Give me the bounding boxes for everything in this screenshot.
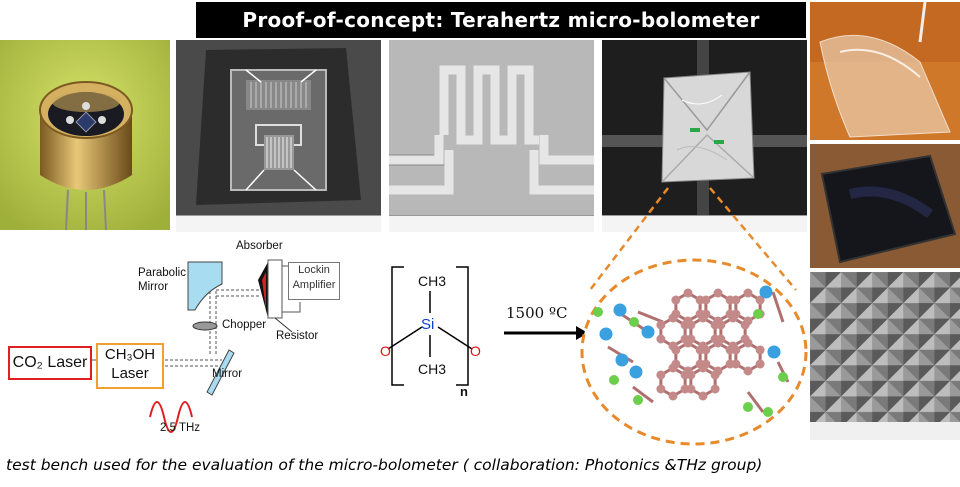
reaction-arrow-icon	[504, 326, 588, 340]
carbon-atom	[743, 316, 753, 326]
carbon-atom	[656, 384, 666, 394]
sem-info-bar	[176, 215, 381, 232]
carbon-atom	[686, 320, 696, 330]
silicon-atom	[613, 303, 627, 317]
carbon-atom	[755, 359, 765, 369]
parabolic-label-1: Parabolic	[138, 267, 186, 279]
bond-line	[632, 385, 654, 404]
carbon-atom	[668, 391, 678, 401]
carbon-atom	[731, 345, 741, 355]
carbon-atom	[710, 384, 720, 394]
carbon-atom	[713, 288, 723, 298]
carbon-atom	[743, 366, 753, 376]
carbon-atom	[701, 295, 711, 305]
sine-wave-icon	[149, 401, 193, 433]
silicon-atom	[767, 345, 781, 359]
mirror-label: Mirror	[212, 368, 243, 380]
lockin-amplifier-box: Lockin Amplifier	[288, 262, 340, 300]
bond-line	[771, 291, 785, 323]
carbon-atom	[731, 359, 741, 369]
ch3oh-laser-box: CH₃OH Laser	[96, 343, 164, 389]
si-label: Si	[421, 316, 435, 333]
oxygen-left-label: O	[380, 343, 391, 359]
silicon-atom	[641, 325, 655, 339]
sem-info-bar	[602, 215, 807, 232]
co2-laser-box: CO₂ Laser	[8, 346, 92, 380]
carbon-atom	[656, 370, 666, 380]
bolometer-package-photo	[0, 40, 170, 230]
carbon-atom	[668, 363, 678, 373]
lockin-label-1: Lockin	[298, 264, 330, 276]
carbon-atom	[683, 288, 693, 298]
repeat-subscript: n	[460, 384, 468, 399]
carbon-atom	[755, 345, 765, 355]
sicn-network-diagram	[580, 258, 808, 446]
chopper-label: Chopper	[222, 319, 267, 331]
sem-info-bar	[389, 215, 594, 232]
carbon-atom	[701, 345, 711, 355]
carbon-atom	[716, 320, 726, 330]
carbon-atom	[671, 295, 681, 305]
absorber-label: Absorber	[236, 240, 283, 252]
oxygen-atom	[609, 375, 619, 385]
pyramid-array-sem	[810, 272, 960, 440]
laser-label: Laser	[111, 365, 149, 382]
oxygen-atom	[778, 372, 788, 382]
frequency-label: 2.5 THz	[160, 422, 201, 434]
figure-caption: test bench used for the evaluation of th…	[6, 456, 763, 474]
absorber-icon	[258, 262, 268, 318]
silicon-atom	[629, 365, 643, 379]
carbon-atom	[698, 391, 708, 401]
oxygen-right-label: O	[470, 343, 481, 359]
ch3-bottom-label: CH3	[418, 361, 447, 377]
carbon-atom	[713, 338, 723, 348]
carbon-atom	[686, 384, 696, 394]
bond-line	[746, 391, 765, 413]
lockin-label-2: Amplifier	[292, 279, 336, 291]
carbon-atom	[656, 320, 666, 330]
oxygen-atom	[753, 309, 763, 319]
oxygen-atom	[743, 402, 753, 412]
mirror-icon	[206, 349, 235, 396]
carbon-atom	[698, 363, 708, 373]
carbon-atom	[686, 370, 696, 380]
ch3-top-label: CH3	[418, 273, 447, 289]
oxygen-atom	[593, 307, 603, 317]
carbon-atom	[731, 309, 741, 319]
page-title: Proof-of-concept: Terahertz micro-bolome…	[196, 2, 806, 38]
carbon-atom	[755, 295, 765, 305]
resistor-label: Resistor	[276, 330, 319, 342]
carbon-atom	[710, 370, 720, 380]
resistor-icon	[267, 259, 283, 319]
carbon-atom	[743, 288, 753, 298]
parabolic-label-2: Mirror	[138, 281, 169, 293]
sem-chip-overview	[176, 40, 381, 232]
carbon-atom	[743, 338, 753, 348]
silicon-atom	[759, 285, 773, 299]
chopper-icon	[192, 321, 218, 331]
silicon-atom	[599, 327, 613, 341]
ch3oh-label: CH₃OH	[104, 346, 156, 363]
silicon-atom	[615, 353, 629, 367]
carbon-atom	[698, 313, 708, 323]
carbon-atom	[668, 313, 678, 323]
carbon-atom	[656, 334, 666, 344]
oxygen-atom	[633, 395, 643, 405]
sem-absorber-membrane	[602, 40, 807, 232]
parabolic-mirror-icon	[187, 261, 223, 311]
zoom-callout-lines	[589, 187, 797, 291]
sem-meander-resistor	[389, 40, 594, 232]
bond-line	[637, 310, 664, 324]
carbon-atom	[731, 295, 741, 305]
carbon-atom	[671, 345, 681, 355]
flexible-film-photo	[810, 2, 960, 140]
oxygen-atom	[763, 407, 773, 417]
temperature-label: 1500 ºC	[506, 304, 568, 322]
oxygen-atom	[629, 317, 639, 327]
parabolic-mirror-label: Parabolic Mirror	[138, 266, 186, 294]
carbon-atom	[683, 338, 693, 348]
black-film-photo	[810, 144, 960, 268]
polysiloxane-structure	[387, 266, 473, 386]
